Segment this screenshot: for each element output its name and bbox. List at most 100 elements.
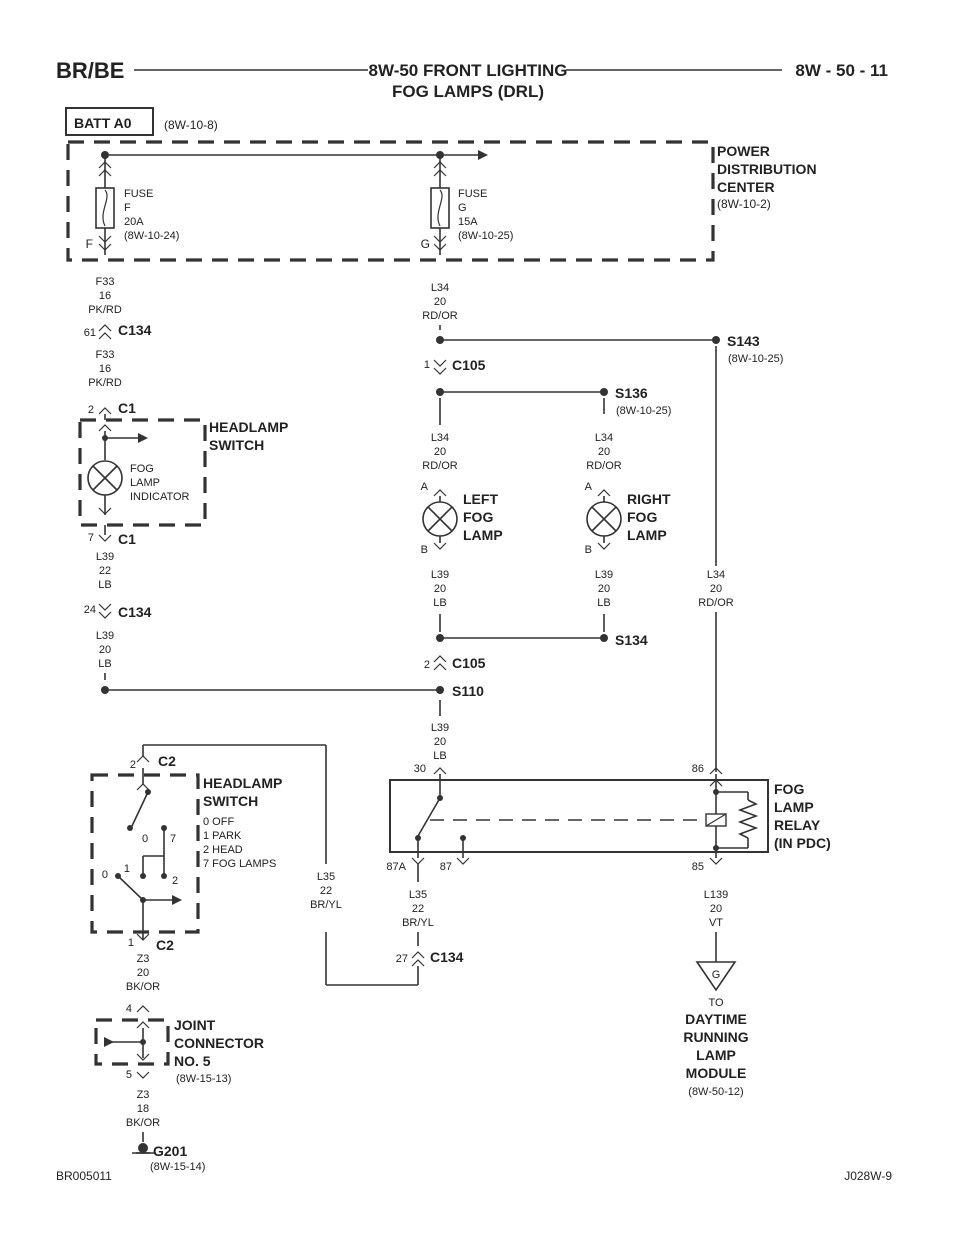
- c105-2-name: C105: [452, 655, 486, 671]
- pdc-ref: (8W-10-2): [717, 197, 771, 211]
- joint-label-2: CONNECTOR: [174, 1035, 264, 1051]
- joint-label-3: NO. 5: [174, 1053, 211, 1069]
- wire-l39-c134-gauge: 20: [99, 644, 111, 656]
- c134-61-pin: 61: [84, 327, 96, 339]
- switch-position-1: 1 PARK: [203, 830, 242, 842]
- headlamp-switch-positions: 2 C2 L35 22 BR/YL HEADLAMP SWITCH 0 OFF …: [90, 744, 342, 993]
- wire-l39-sw-gauge: 22: [99, 565, 111, 577]
- wire-z3-a-color: BK/OR: [126, 981, 160, 993]
- footer-right-code: J028W-9: [844, 1169, 892, 1183]
- fuse-f-label: FUSE: [124, 188, 153, 200]
- l34-relay-feed: L34 20 RD/OR: [698, 346, 734, 772]
- wire-l35-relay-color: BR/YL: [402, 917, 434, 929]
- fuse-f-pin: F: [86, 237, 93, 251]
- c2-1-pin: 1: [128, 937, 134, 949]
- wire-l34-right-color: RD/OR: [586, 460, 622, 472]
- fuse-g-ref: (8W-10-25): [458, 230, 513, 242]
- wire-l35-relay-gauge: 22: [412, 903, 424, 915]
- wire-l34-top-gauge: 20: [434, 296, 446, 308]
- c2-2-name: C2: [158, 753, 176, 769]
- model-code: BR/BE: [56, 58, 124, 83]
- l35-relay-circuit: L35 22 BR/YL 27 C134: [325, 889, 464, 986]
- pdc-label-3: CENTER: [717, 179, 775, 195]
- left-fog-lamp: A B LEFT FOG LAMP: [421, 481, 503, 556]
- contact-2: 2: [172, 875, 178, 887]
- c134-24-name: C134: [118, 604, 152, 620]
- drl-label-1: DAYTIME: [685, 1011, 747, 1027]
- wire-z3-a-circuit: Z3: [137, 953, 150, 965]
- l34-circuit: L34 20 RD/OR S143 (8W-10-25) 1 C105 S136…: [422, 282, 783, 472]
- wire-l34-long-gauge: 20: [710, 583, 722, 595]
- wire-l35-sw-circuit: L35: [317, 871, 335, 883]
- fuse-f-id: F: [124, 202, 131, 214]
- wire-l39-c134-circuit: L39: [96, 630, 114, 642]
- wire-l34-long-color: RD/OR: [698, 597, 734, 609]
- wire-l39-relay-circuit: L39: [431, 722, 449, 734]
- fuse-f-rating: 20A: [124, 216, 144, 228]
- fog-lamp-relay: FOG LAMP RELAY (IN PDC) 30 86 87A: [386, 763, 831, 882]
- relay-pin-30: 30: [414, 763, 426, 775]
- s136-name: S136: [615, 385, 648, 401]
- relay-label-4: (IN PDC): [774, 835, 831, 851]
- left-fog-pin-b: B: [421, 544, 428, 556]
- relay-label-2: LAMP: [774, 799, 814, 815]
- fuse-g-pin: G: [421, 237, 430, 251]
- joint-pin-5: 5: [126, 1069, 132, 1081]
- wire-l39-relay-color: LB: [433, 750, 446, 762]
- drl-marker: G: [712, 969, 721, 981]
- wire-l35-relay-circuit: L35: [409, 889, 427, 901]
- wire-f33-b-gauge: 16: [99, 363, 111, 375]
- wire-l39-right-circuit: L39: [595, 569, 613, 581]
- headlamp-switch-top-label-2: SWITCH: [209, 437, 264, 453]
- wire-l35-sw-color: BR/YL: [310, 899, 342, 911]
- power-distribution-center: POWER DISTRIBUTION CENTER (8W-10-2) FUSE…: [66, 140, 817, 262]
- footer-left-code: BR005011: [56, 1169, 112, 1183]
- ground-g201: G201 (8W-15-14): [132, 1143, 205, 1173]
- wire-l39-sw-color: LB: [98, 579, 111, 591]
- wire-l39-left-color: LB: [433, 597, 446, 609]
- wire-l34-right-circuit: L34: [595, 432, 613, 444]
- right-fog-lamp: A B RIGHT FOG LAMP: [585, 481, 671, 556]
- fog-indicator-label-3: INDICATOR: [130, 491, 190, 503]
- fog-indicator-label-1: FOG: [130, 463, 154, 475]
- wire-l139-color: VT: [709, 917, 723, 929]
- c2-1-name: C2: [156, 937, 174, 953]
- wire-f33-b-color: PK/RD: [88, 377, 122, 389]
- wire-l34-long-circuit: L34: [707, 569, 725, 581]
- fuse-f: FUSE F 20A (8W-10-24) F: [86, 155, 179, 255]
- header: BR/BE 8W-50 FRONT LIGHTING FOG LAMPS (DR…: [56, 58, 888, 101]
- fuse-g-label: FUSE: [458, 188, 487, 200]
- wire-f33-a-color: PK/RD: [88, 304, 122, 316]
- s136-ref: (8W-10-25): [616, 405, 671, 417]
- drl-label-4: MODULE: [686, 1065, 747, 1081]
- wire-l34-right-gauge: 20: [598, 446, 610, 458]
- s143-ref: (8W-10-25): [728, 353, 783, 365]
- g201-name: G201: [153, 1143, 187, 1159]
- joint-pin-4: 4: [126, 1003, 132, 1015]
- headlamp-switch-bottom-label-2: SWITCH: [203, 793, 258, 809]
- wire-l39-sw-circuit: L39: [96, 551, 114, 563]
- l39-lamp-circuit: L39 20 LB L39 20 LB S134 2 C105 L39 20 L…: [424, 569, 648, 762]
- relay-label-3: RELAY: [774, 817, 821, 833]
- relay-label-1: FOG: [774, 781, 804, 797]
- c2-2-pin: 2: [130, 759, 136, 771]
- wire-l39-left-circuit: L39: [431, 569, 449, 581]
- wire-f33-a-circuit: F33: [96, 276, 115, 288]
- page-number: 8W - 50 - 11: [795, 61, 888, 80]
- batt-ref: (8W-10-8): [164, 118, 218, 132]
- relay-pin-87: 87: [440, 861, 452, 873]
- wire-l34-top-color: RD/OR: [422, 310, 458, 322]
- wire-l35-sw-gauge: 22: [320, 885, 332, 897]
- wire-z3-a-gauge: 20: [137, 967, 149, 979]
- right-fog-label-3: LAMP: [627, 527, 667, 543]
- right-fog-pin-a: A: [585, 481, 593, 493]
- pdc-label-1: POWER: [717, 143, 770, 159]
- wire-l39-right-gauge: 20: [598, 583, 610, 595]
- c105-2-pin: 2: [424, 659, 430, 671]
- relay-pin-86: 86: [692, 763, 704, 775]
- c1-2-name: C1: [118, 400, 136, 416]
- pdc-label-2: DISTRIBUTION: [717, 161, 817, 177]
- left-fog-label-2: FOG: [463, 509, 493, 525]
- headlamp-switch-indicator: HEADLAMP SWITCH FOG LAMP INDICATOR: [78, 418, 288, 527]
